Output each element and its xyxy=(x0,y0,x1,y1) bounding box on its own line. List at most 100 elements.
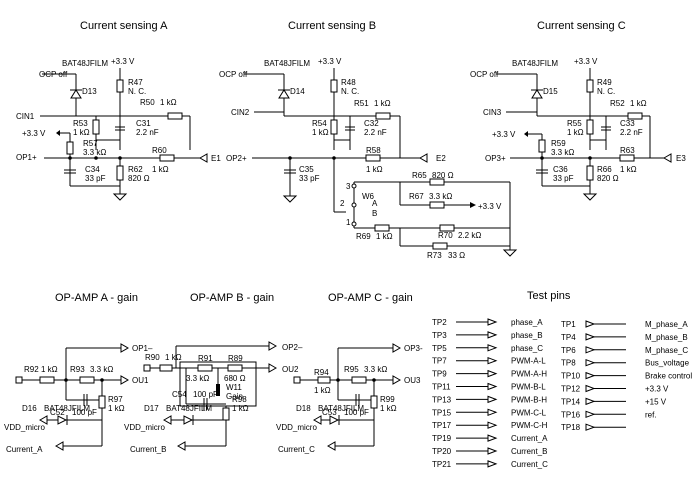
capacitor-c32-ref: C32 xyxy=(364,119,379,128)
resistor-r94-ref: R94 xyxy=(314,368,329,377)
resistor-r53-ref: R53 xyxy=(73,119,88,128)
resistor-r90-icon xyxy=(159,364,173,372)
resistor-r95-value: 3.3 kΩ xyxy=(364,365,387,374)
capacitor-c53-ref: C53 xyxy=(322,408,337,417)
arrow-icon xyxy=(120,343,130,353)
resistor-r67-ref: R67 xyxy=(409,192,424,201)
ground-icon xyxy=(582,193,598,201)
resistor-r48-value: N. C. xyxy=(341,87,359,96)
resistor-r54-icon xyxy=(330,119,338,135)
jumper-b: B xyxy=(372,209,377,218)
resistor-r70-icon xyxy=(439,224,455,232)
current-sensing-a-circuit: OCP off BAT48JFILM D13 +3.3 V R47 N. C. … xyxy=(16,57,221,201)
test-pin-row: TP14+15 V xyxy=(561,397,667,406)
resistor-r60-value: 1 kΩ xyxy=(152,165,169,174)
resistor-r49-ref: R49 xyxy=(597,78,612,87)
resistor-r99-value: 1 kΩ xyxy=(380,404,397,413)
arrow-icon xyxy=(38,415,48,425)
vdd-label: VDD_micro xyxy=(4,423,45,432)
arrow-icon xyxy=(487,344,498,352)
resistor-r89-ref: R89 xyxy=(228,354,243,363)
resistor-r53-value: 1 kΩ xyxy=(73,128,90,137)
arrow-icon xyxy=(487,460,498,468)
supply-label: +3.3 V xyxy=(318,57,342,66)
test-pin-row: TP18 xyxy=(561,423,626,432)
diode-ref: D17 xyxy=(144,404,159,413)
jumper-pin-1: 1 xyxy=(346,218,351,227)
ground-icon xyxy=(293,376,301,384)
resistor-r63-value: 1 kΩ xyxy=(620,165,637,174)
current-label: Current_A xyxy=(6,445,43,454)
test-pin-signal: +15 V xyxy=(645,397,667,406)
op-label: OP2+ xyxy=(226,154,247,163)
opm-label: OP3- xyxy=(404,344,423,353)
resistor-r47-icon xyxy=(116,79,124,93)
resistor-r67-icon xyxy=(429,201,445,209)
resistor-r70-value: 2.2 kΩ xyxy=(458,231,481,240)
cin-label: CIN3 xyxy=(483,108,502,117)
test-pin-id: TP11 xyxy=(432,383,451,392)
resistor-r73-value: 33 Ω xyxy=(448,251,465,260)
resistor-r60-icon xyxy=(159,154,175,162)
resistor-r52-value: 1 kΩ xyxy=(630,99,647,108)
jumper-w11-icon xyxy=(216,384,220,396)
test-pin-id: TP20 xyxy=(432,447,452,456)
cin-label: CIN2 xyxy=(231,108,250,117)
resistor-r92-value: 1 kΩ xyxy=(41,365,58,374)
test-pin-id: TP3 xyxy=(432,331,447,340)
test-pin-row: TP12+3.3 V xyxy=(561,385,669,394)
test-pin-id: TP7 xyxy=(432,357,447,366)
resistor-r59-icon xyxy=(538,139,546,153)
test-pin-row: TP6 M_phase_C xyxy=(561,346,688,355)
test-pin-id: TP19 xyxy=(432,434,452,443)
test-pin-signal: Current_C xyxy=(511,460,548,469)
test-pin-signal: M_phase_C xyxy=(645,346,688,355)
resistor-r62-ref: R62 xyxy=(128,165,143,174)
out-label: OU1 xyxy=(132,376,149,385)
resistor-r65-icon xyxy=(429,178,445,186)
resistor-r58-ref: R58 xyxy=(366,146,381,155)
test-pin-signal: M_phase_B xyxy=(645,333,688,342)
current-label: Current_C xyxy=(278,445,315,454)
test-pin-signal: PWM-A-H xyxy=(511,370,547,379)
arrow-icon xyxy=(487,421,498,429)
resistor-r49-value: N. C. xyxy=(597,87,615,96)
ground-icon xyxy=(112,193,128,201)
e3-arrow-icon xyxy=(662,153,672,163)
capacitor-c53-value: 100 pF xyxy=(344,408,369,417)
op-label: OP3+ xyxy=(485,154,506,163)
resistor-r91-icon xyxy=(197,364,213,372)
test-pin-signal: PWM-B-L xyxy=(511,383,546,392)
resistor-r48-icon xyxy=(330,79,338,93)
current-label: Current_B xyxy=(130,445,166,454)
title-opamp-a: OP-AMP A - gain xyxy=(55,292,138,304)
test-pin-id: TP6 xyxy=(561,346,576,355)
resistor-r54-ref: R54 xyxy=(312,119,327,128)
ocp-off-label: OCP off xyxy=(470,70,499,79)
cin-label: CIN1 xyxy=(16,112,35,121)
resistor-r49-icon xyxy=(586,79,594,93)
test-pin-signal: ref. xyxy=(645,410,657,419)
resistor-r57-value: 3.3 kΩ xyxy=(83,148,106,157)
resistor-r99-icon xyxy=(370,395,378,409)
test-pin-id: TP21 xyxy=(432,460,452,469)
resistor-r57-icon xyxy=(66,141,74,155)
test-pin-signal: Bus_voltage xyxy=(645,359,690,368)
diode-d16-icon xyxy=(57,415,68,425)
resistor-r51-icon xyxy=(375,112,391,120)
arrow-icon xyxy=(585,333,596,341)
capacitor-c35-ref: C35 xyxy=(299,165,314,174)
arrow-icon xyxy=(487,447,498,455)
resistor-r69-ref: R69 xyxy=(356,232,371,241)
title-current-sensing-a: Current sensing A xyxy=(80,20,168,32)
jumper-pin-icon xyxy=(351,183,357,189)
vdd-label: VDD_micro xyxy=(124,423,165,432)
resistor-r52-ref: R52 xyxy=(610,99,625,108)
test-pin-id: TP15 xyxy=(432,408,452,417)
resistor-r95-icon xyxy=(351,376,367,384)
resistor-r50-value: 1 kΩ xyxy=(160,98,177,107)
